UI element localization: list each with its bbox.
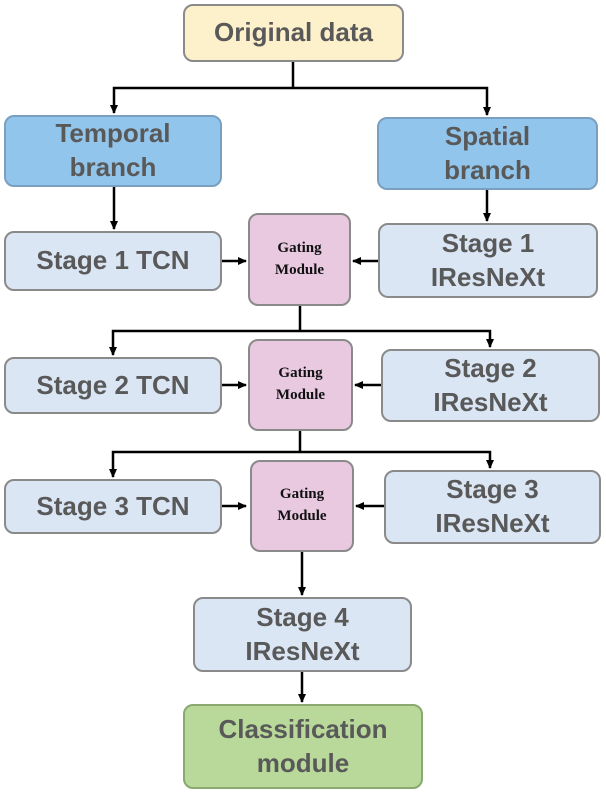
arrow-gating2-to-stage3-iresnext	[300, 450, 494, 469]
gating-module-2-node: Gating Module	[248, 339, 353, 431]
node-text-line: IResNeXt	[433, 386, 548, 417]
temporal-branch-node: Temporal branch	[4, 115, 222, 187]
arrow-gating2-to-stage3-tcn	[109, 450, 300, 478]
arrow-gating1-to-stage2-iresnext	[300, 329, 494, 348]
node-text-line: Module	[277, 508, 327, 524]
arrow-original-to-temporal	[110, 86, 293, 114]
node-text-line: Stage 2 TCN	[36, 369, 190, 400]
node-text-line: branch	[444, 154, 531, 185]
stage3-iresnext-node: Stage 3 IResNeXt	[384, 470, 601, 544]
arrow-original-to-spatial	[293, 86, 491, 116]
node-text-line: Gating	[278, 365, 323, 382]
node-text-line: Stage 2	[444, 352, 537, 383]
node-text-line: Stage 1 TCN	[36, 245, 190, 276]
classification-module-node: Classification module	[183, 704, 423, 789]
node-text-line: Stage 4	[256, 601, 349, 632]
gating-module-1-node: Gating Module	[248, 213, 351, 306]
node-text-line: branch	[69, 152, 157, 182]
stage2-tcn-node: Stage 2 TCN	[4, 357, 222, 414]
stage3-tcn-node: Stage 3 TCN	[4, 479, 222, 534]
node-text-line: IResNeXt	[245, 635, 360, 666]
node-text-line: Stage 3 TCN	[36, 490, 190, 521]
node-text-line: Gating	[277, 239, 322, 256]
gating-module-3-node: Gating Module	[250, 460, 354, 552]
node-text-line: Gating	[279, 486, 325, 503]
node-text-line: Module	[275, 387, 326, 403]
node-text-line: Stage 1	[441, 227, 535, 258]
node-text-line: IResNeXt	[435, 508, 550, 538]
node-text-line: module	[256, 747, 350, 778]
spatial-branch-node: Spatial branch	[377, 117, 598, 190]
original-data-node: Original data	[183, 4, 404, 62]
stage2-iresnext-node: Stage 2 IResNeXt	[381, 349, 600, 422]
node-text-line: Spatial	[444, 120, 531, 151]
node-text-line: Classification	[218, 713, 388, 744]
node-text-line: IResNeXt	[430, 261, 546, 292]
stage1-iresnext-node: Stage 1 IResNeXt	[378, 223, 598, 298]
stage1-tcn-node: Stage 1 TCN	[4, 231, 222, 291]
node-text-line: Original data	[214, 17, 373, 48]
node-text-line: Stage 3	[446, 474, 539, 505]
node-text-line: Temporal	[55, 118, 171, 149]
arrow-gating1-to-stage2-tcn	[109, 329, 300, 356]
stage4-iresnext-node: Stage 4 IResNeXt	[193, 597, 412, 672]
node-text-line: Module	[274, 261, 325, 278]
